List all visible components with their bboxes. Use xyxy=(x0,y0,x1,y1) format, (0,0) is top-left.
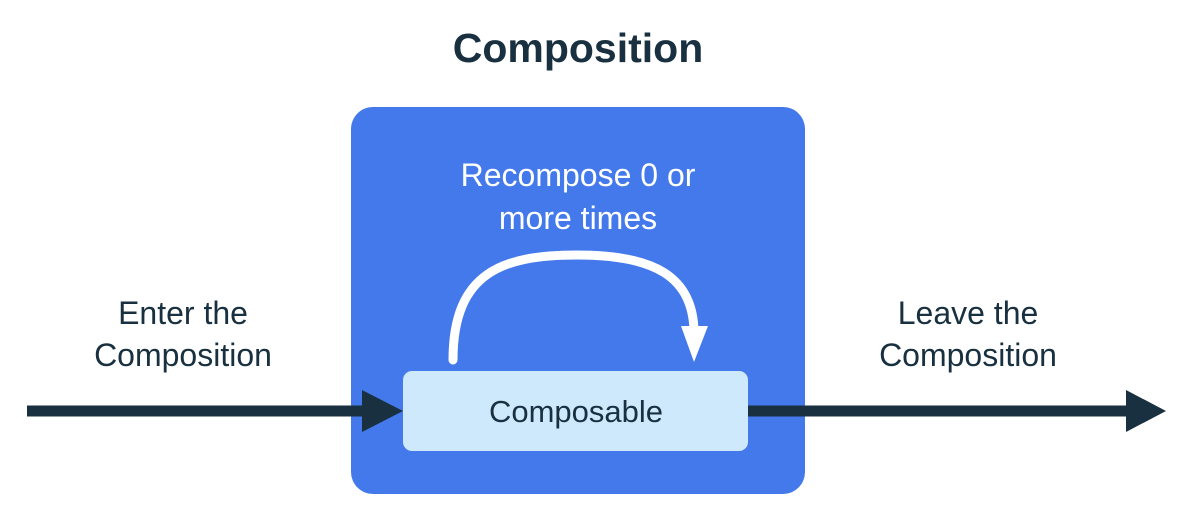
leave-composition-arrow xyxy=(748,390,1166,432)
recompose-loop-arrow xyxy=(448,250,708,365)
page-title: Composition xyxy=(453,25,704,71)
composable-node xyxy=(403,371,748,451)
enter-composition-arrow xyxy=(27,390,403,432)
enter-label-line2: Composition xyxy=(94,337,272,373)
leave-label-line1: Leave the xyxy=(898,295,1039,331)
recompose-label-line2: more times xyxy=(499,200,657,236)
composable-node-label: Composable xyxy=(489,394,663,429)
recompose-label-line1: Recompose 0 or xyxy=(461,157,696,193)
enter-label-line1: Enter the xyxy=(118,295,248,331)
leave-label-line2: Composition xyxy=(879,337,1057,373)
